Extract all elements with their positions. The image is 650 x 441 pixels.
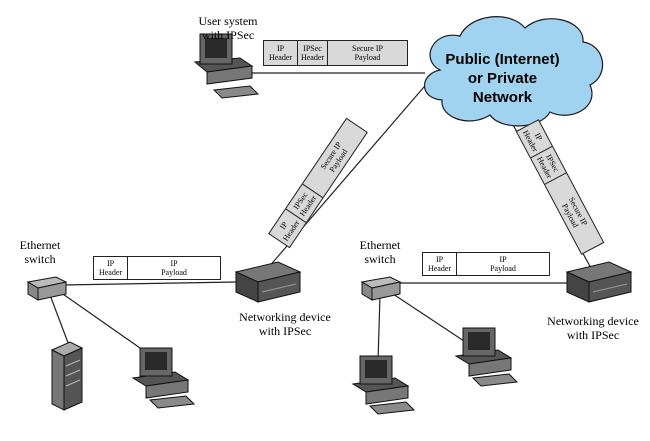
mid-device-label: Networking device with IPSec xyxy=(232,310,338,338)
cloud-label-line1: Public (Internet) xyxy=(445,51,560,68)
left-switch-label-line1: Ethernet xyxy=(19,238,61,252)
cloud-label: Public (Internet) or Private Network xyxy=(435,50,570,107)
right-switch-label-line2: switch xyxy=(364,252,396,266)
mid-router-icon xyxy=(234,261,302,303)
server-icon xyxy=(50,341,84,411)
right-pc2-icon xyxy=(454,327,519,387)
link-lswitch-pc xyxy=(59,291,151,356)
right-switch-icon xyxy=(360,276,402,301)
user-system-label: User system with IPSec xyxy=(192,14,264,42)
link-rswitch-pc2 xyxy=(389,291,471,346)
user-system-label-line1: User system xyxy=(198,14,258,28)
mid-device-label-line2: with IPSec xyxy=(258,324,312,338)
right-device-label: Networking device with IPSec xyxy=(540,314,646,342)
link-rswitch-pc1 xyxy=(377,294,381,363)
right-device-label-line1: Networking device xyxy=(547,314,639,328)
right-pc1-icon xyxy=(351,355,416,415)
right-switch-label: Ethernet switch xyxy=(350,238,410,266)
left-pc-icon xyxy=(131,347,196,409)
link-lswitch-server xyxy=(49,294,71,349)
right-router-icon xyxy=(565,261,633,303)
cloud-label-line3: Network xyxy=(472,89,533,106)
mid-device-label-line1: Networking device xyxy=(239,310,331,324)
cloud-label-line2: or Private xyxy=(467,70,538,87)
user-system-label-line2: with IPSec xyxy=(201,28,255,42)
user-computer-icon xyxy=(193,33,260,99)
left-switch-label-line2: switch xyxy=(24,252,56,266)
network-cloud xyxy=(424,16,604,127)
right-switch-label-line1: Ethernet xyxy=(359,238,401,252)
link-lswitch-device xyxy=(61,281,237,286)
left-switch-icon xyxy=(26,276,68,301)
left-switch-label: Ethernet switch xyxy=(10,238,70,266)
right-device-label-line2: with IPSec xyxy=(566,328,620,342)
